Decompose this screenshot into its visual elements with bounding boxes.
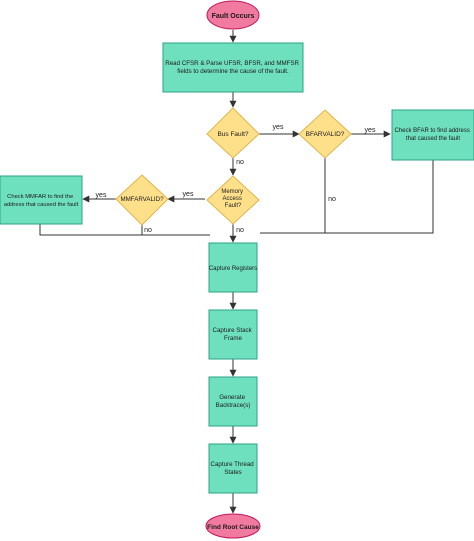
mmfarvalid-decision-label: MMFARVALID? bbox=[120, 196, 164, 203]
generate-backtrace-step-label: Generate Backtrace(s) bbox=[216, 394, 251, 409]
edge-checkmmfar-to-merge bbox=[39, 224, 210, 236]
capture-registers-step: Capture Registers bbox=[208, 242, 258, 293]
check-bfar-step-box bbox=[391, 109, 474, 161]
edge-label-busfault-yes: yes bbox=[273, 124, 284, 131]
edge-label-mmfarvalid-yes: yes bbox=[96, 192, 107, 199]
generate-backtrace-line-2: Backtrace(s) bbox=[216, 402, 251, 409]
check-mmfar-line-1: Check MMFAR to find the bbox=[7, 194, 73, 200]
check-bfar-step-label: Check BFAR to find address that caused t… bbox=[394, 128, 471, 142]
check-mmfar-step-box bbox=[0, 175, 83, 225]
memory-access-fault-decision-label: Memory Access Fault? bbox=[221, 189, 244, 209]
memory-access-fault-decision: Memory Access Fault? bbox=[206, 175, 260, 225]
generate-backtrace-step: Generate Backtrace(s) bbox=[208, 376, 258, 427]
end-terminal-label: Find Root Cause bbox=[207, 524, 259, 531]
read-cfsr-step-box bbox=[162, 42, 304, 93]
mmfarvalid-decision: MMFARVALID? bbox=[115, 174, 169, 226]
start-terminal-label: Fault Occurs bbox=[212, 13, 255, 20]
memory-access-line-2: Access bbox=[222, 196, 241, 202]
memory-access-line-1: Memory bbox=[221, 189, 243, 195]
check-mmfar-step: Check MMFAR to find the address that cau… bbox=[0, 175, 83, 225]
capture-stack-frame-step-label: Capture Stack Frame bbox=[213, 327, 254, 342]
capture-registers-step-label: Capture Registers bbox=[209, 266, 257, 272]
bus-fault-decision-shape bbox=[206, 107, 260, 159]
check-bfar-step: Check BFAR to find address that caused t… bbox=[391, 109, 474, 161]
capture-thread-line-1: Capture Thread bbox=[211, 461, 255, 468]
read-cfsr-line-2: fields to determine the cause of the fau… bbox=[177, 68, 289, 75]
bus-fault-decision: Bus Fault? bbox=[206, 107, 260, 159]
capture-stack-frame-step: Capture Stack Frame bbox=[208, 309, 258, 360]
bfarvalid-decision: BFARVALID? bbox=[298, 109, 352, 159]
edge-label-mmfarvalid-no: no bbox=[144, 227, 152, 234]
start-terminal: Fault Occurs bbox=[206, 0, 260, 30]
capture-thread-line-2: States bbox=[224, 469, 242, 476]
generate-backtrace-line-1: Generate bbox=[219, 394, 245, 401]
end-terminal: Find Root Cause bbox=[205, 513, 261, 539]
capture-stack-frame-step-box bbox=[208, 309, 258, 360]
capture-registers-step-box bbox=[208, 242, 258, 293]
end-terminal-shape bbox=[205, 513, 261, 539]
check-bfar-line-1: Check BFAR to find address bbox=[394, 128, 469, 134]
check-mmfar-line-2: address that caused the fault bbox=[4, 202, 79, 208]
memory-access-line-3: Fault? bbox=[225, 203, 242, 209]
check-mmfar-step-label: Check MMFAR to find the address that cau… bbox=[4, 194, 79, 208]
capture-thread-states-step-box bbox=[208, 443, 258, 494]
edge-label-bfarvalid-no: no bbox=[328, 196, 336, 203]
edge-label-memaccess-yes: yes bbox=[183, 191, 194, 198]
capture-thread-states-step: Capture Thread States bbox=[208, 443, 258, 494]
read-cfsr-line-1: Read CFSR & Parse UFSR, BFSR, and MMFSR bbox=[165, 60, 299, 67]
memory-access-fault-decision-shape bbox=[206, 175, 260, 225]
start-terminal-shape bbox=[206, 0, 260, 30]
read-cfsr-step: Read CFSR & Parse UFSR, BFSR, and MMFSR … bbox=[162, 42, 304, 93]
edge-label-busfault-no: no bbox=[236, 159, 244, 166]
check-bfar-line-2: that caused the fault bbox=[406, 136, 460, 142]
bus-fault-decision-label: Bus Fault? bbox=[217, 131, 248, 138]
edge-checkbfar-to-merge bbox=[260, 160, 434, 234]
bfarvalid-decision-label: BFARVALID? bbox=[306, 131, 345, 138]
bfarvalid-decision-shape bbox=[298, 109, 352, 159]
generate-backtrace-step-box bbox=[208, 376, 258, 427]
edges bbox=[39, 30, 434, 514]
capture-thread-states-step-label: Capture Thread States bbox=[211, 461, 256, 476]
capture-stack-line-2: Frame bbox=[224, 335, 242, 342]
read-cfsr-step-label: Read CFSR & Parse UFSR, BFSR, and MMFSR … bbox=[165, 60, 301, 75]
edge-label-memaccess-no: no bbox=[236, 227, 244, 234]
capture-stack-line-1: Capture Stack bbox=[213, 327, 253, 334]
edge-labels: yes yes no no yes yes no no bbox=[96, 124, 376, 234]
mmfarvalid-decision-shape bbox=[115, 174, 169, 226]
edge-label-bfarvalid-yes: yes bbox=[365, 127, 376, 134]
